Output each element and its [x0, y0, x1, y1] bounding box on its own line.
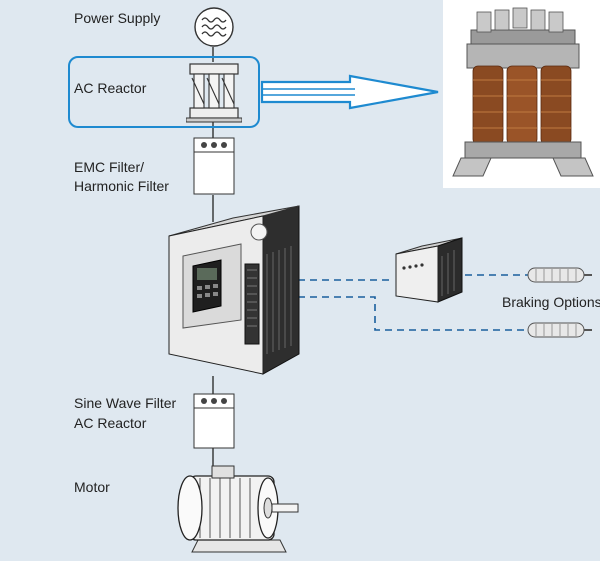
arrow-to-photo — [260, 74, 439, 110]
emc-filter-label-1: EMC Filter/ — [74, 159, 144, 175]
ac-sine-wave-icon — [194, 7, 234, 47]
braking-resistor-icon — [527, 267, 592, 283]
braking-options-label: Braking Options — [502, 294, 600, 310]
braking-unit-icon — [395, 237, 463, 303]
drive-icon — [168, 205, 300, 375]
motor-label: Motor — [74, 479, 110, 495]
ac-reactor-highlight — [68, 56, 260, 128]
motor-icon — [177, 465, 299, 553]
filter-icon — [193, 137, 235, 195]
dashed-line-drive-resistor-2 — [298, 296, 530, 331]
reactor-photo — [443, 0, 600, 188]
sine-filter-label-2: AC Reactor — [74, 415, 147, 431]
emc-filter-label-2: Harmonic Filter — [74, 178, 169, 194]
power-supply-label: Power Supply — [74, 10, 161, 26]
braking-resistor-icon — [527, 322, 592, 338]
reactor-icon — [186, 63, 242, 123]
sine-filter-label-1: Sine Wave Filter — [74, 395, 177, 411]
ac-reactor-label: AC Reactor — [74, 80, 147, 96]
filter-icon — [193, 393, 235, 449]
